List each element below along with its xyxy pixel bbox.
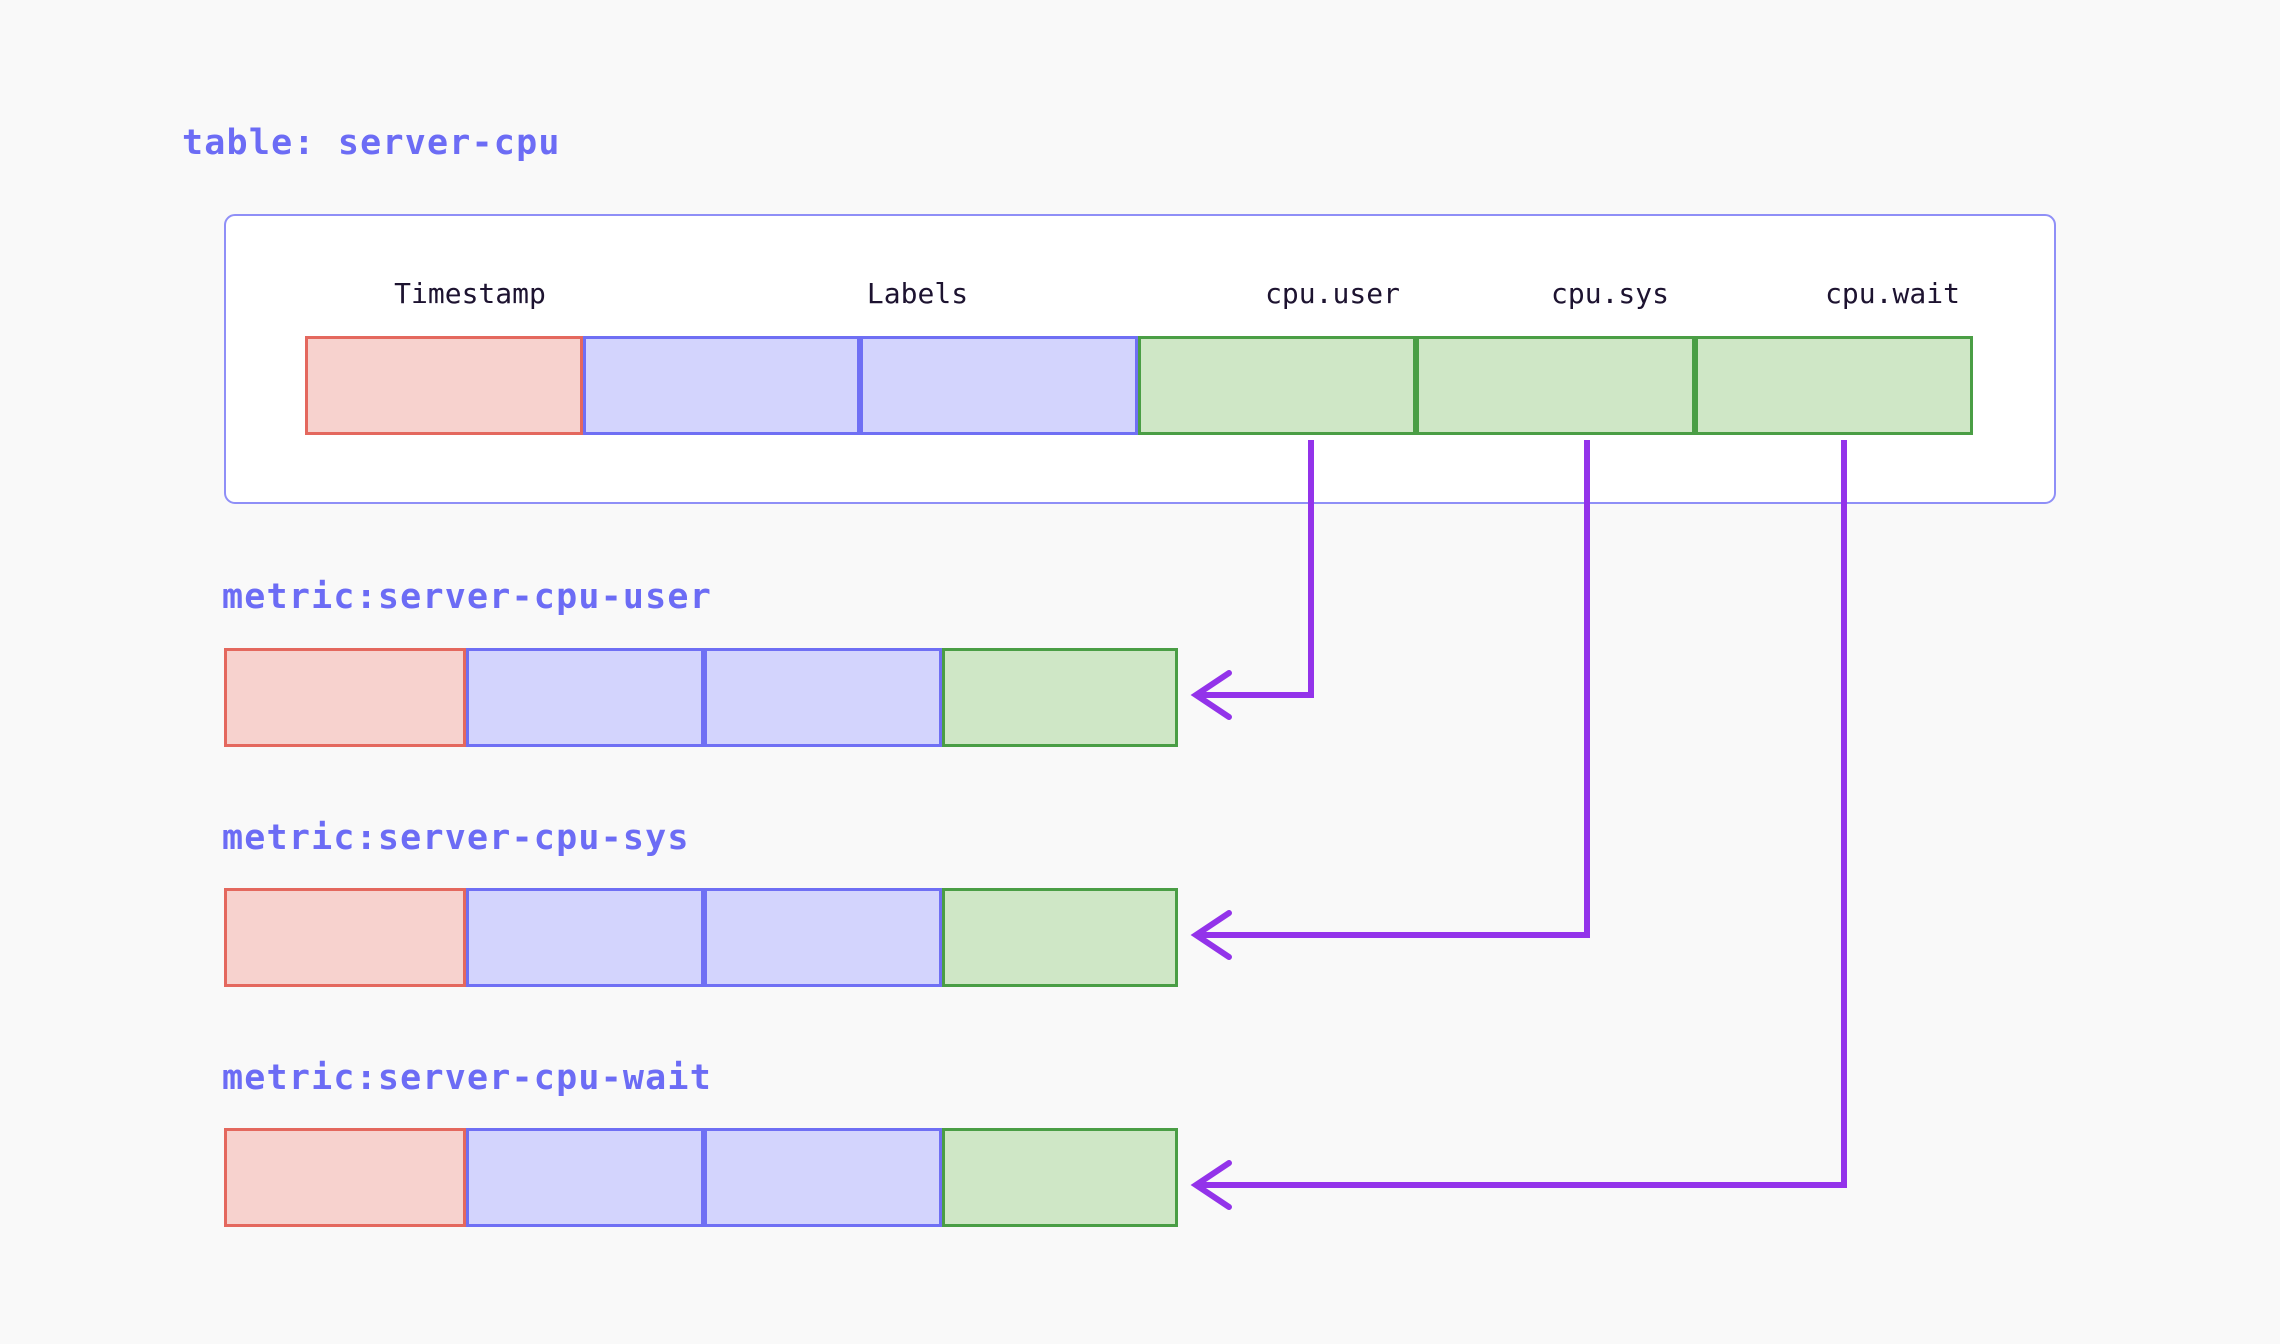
table-cell-cpu-user: [1138, 336, 1416, 435]
table-column-headers: Timestamp Labels cpu.user cpu.sys cpu.wa…: [300, 277, 2000, 317]
metric-row-server-cpu-sys: [224, 888, 1178, 987]
metric-cell-timestamp: [224, 648, 466, 747]
column-header-cpu-wait: cpu.wait: [1825, 277, 1960, 310]
metric-cell-label-1: [466, 888, 704, 987]
metric-cell-value: [942, 1128, 1178, 1227]
column-header-timestamp: Timestamp: [394, 277, 546, 310]
metric-cell-timestamp: [224, 1128, 466, 1227]
arrowhead-cpu-wait: [1190, 1160, 1232, 1210]
table-cell-label-1: [583, 336, 860, 435]
metric-row-server-cpu-user: [224, 648, 1178, 747]
table-cell-timestamp: [305, 336, 583, 435]
connector-cpu-sys: [1195, 440, 1590, 938]
table-title: table: server-cpu: [182, 123, 561, 163]
metric-cell-label-1: [466, 1128, 704, 1227]
metric-cell-label-2: [704, 648, 942, 747]
metric-cell-label-1: [466, 648, 704, 747]
metric-cell-label-2: [704, 888, 942, 987]
table-cell-label-2: [860, 336, 1138, 435]
connector-cpu-wait: [1195, 440, 1847, 1188]
arrowhead-cpu-user: [1190, 670, 1232, 720]
metric-title-server-cpu-wait: metric:server-cpu-wait: [222, 1058, 712, 1098]
metric-cell-label-2: [704, 1128, 942, 1227]
metric-row-server-cpu-wait: [224, 1128, 1178, 1227]
column-header-labels: Labels: [866, 277, 969, 310]
table-cell-cpu-wait: [1695, 336, 1973, 435]
metric-title-server-cpu-user: metric:server-cpu-user: [222, 577, 712, 617]
metric-cell-value: [942, 648, 1178, 747]
metric-title-server-cpu-sys: metric:server-cpu-sys: [222, 818, 690, 858]
metric-cell-timestamp: [224, 888, 466, 987]
column-header-cpu-user: cpu.user: [1265, 277, 1400, 310]
table-cell-cpu-sys: [1416, 336, 1695, 435]
arrowhead-cpu-sys: [1190, 910, 1232, 960]
column-header-cpu-sys: cpu.sys: [1550, 277, 1669, 310]
metric-cell-value: [942, 888, 1178, 987]
